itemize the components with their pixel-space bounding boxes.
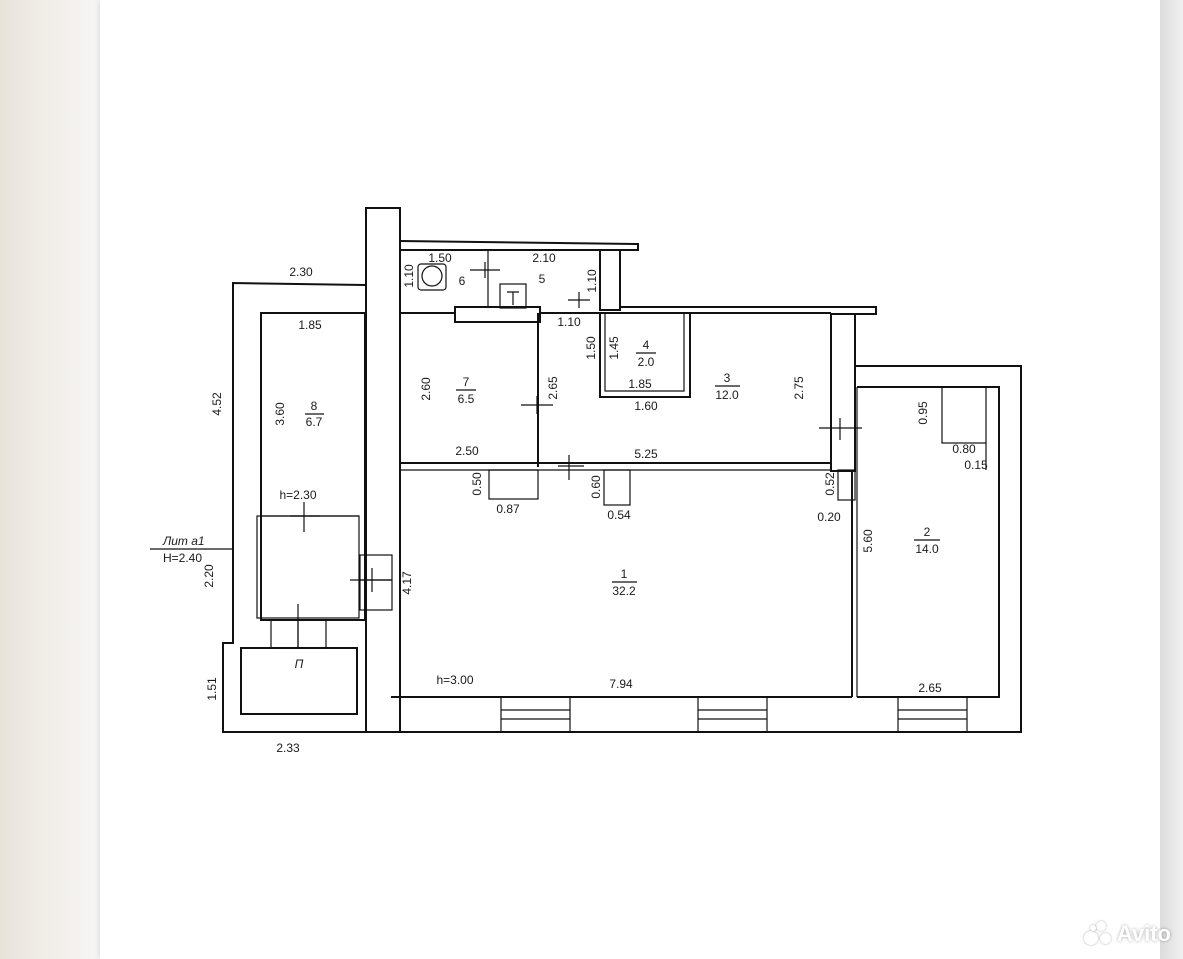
room-2-number: 2: [924, 525, 931, 539]
room-4-number: 4: [643, 338, 650, 352]
dim-r5-bottom: 1.10: [557, 315, 581, 329]
dim-niche-c-width: 0.20: [817, 510, 841, 524]
dim-left-height: 4.52: [210, 392, 224, 416]
windows: [500, 696, 968, 733]
dim-r2-niche-wall: 0.15: [964, 458, 988, 472]
room-1-area: 32.2: [612, 584, 636, 598]
dim-niche-b-depth: 0.60: [589, 475, 603, 499]
dim-niche-a-depth: 0.50: [470, 472, 484, 496]
dim-r1-width: 7.94: [609, 677, 633, 691]
main-height: h=3.00: [436, 673, 473, 687]
dim-r6-width: 1.50: [428, 251, 452, 265]
dim-annex-side: 2.20: [202, 564, 216, 588]
dim-porch-height: 1.51: [205, 677, 219, 701]
dim-r4-width-bottom: 1.60: [634, 399, 658, 413]
dim-r4-side-a: 1.50: [584, 336, 598, 360]
dim-r3-height: 2.75: [792, 376, 806, 400]
dim-r8-height: 3.60: [273, 402, 287, 426]
toilet-icon: [421, 265, 443, 287]
dim-r5-width: 2.10: [532, 251, 556, 265]
porch-label: П: [295, 657, 304, 671]
avito-wordmark: Avito: [1116, 921, 1171, 946]
room-4-area: 2.0: [638, 355, 655, 369]
dim-r2-width: 2.65: [918, 681, 942, 695]
dim-r4-width-top: 1.85: [628, 377, 652, 391]
room-2-area: 14.0: [915, 542, 939, 556]
dim-r3-width: 5.25: [634, 447, 658, 461]
annex-inner-height: h=2.30: [279, 488, 316, 502]
room-1-number: 1: [621, 567, 628, 581]
dimension-labels-horizontal: 2.30 2.33 1.85 1.50 2.10 1.10 2.50 1.85 …: [276, 251, 988, 755]
dim-r4-side-b: 1.45: [607, 336, 621, 360]
dim-top-left-width: 2.30: [289, 265, 313, 279]
outer-walls: [222, 207, 1022, 733]
dim-r1-left: 4.17: [400, 571, 414, 595]
dim-r7-width: 2.50: [455, 444, 479, 458]
sink-icon: [499, 283, 527, 309]
dim-niche-c-depth: 0.52: [823, 472, 837, 496]
interior-walls: [256, 306, 987, 697]
dimension-labels-vertical: 4.52 2.20 1.51 3.60 1.10 1.10 2.60 2.65 …: [202, 264, 930, 701]
page-background-left: [0, 0, 100, 959]
room-3-area: 12.0: [715, 388, 739, 402]
annex-title: Лит а1: [162, 534, 205, 548]
dim-bottom-left-width: 2.33: [276, 741, 300, 755]
dim-r7-right: 2.65: [546, 376, 560, 400]
page-background-right: [1160, 0, 1183, 959]
door-marks: [290, 262, 862, 648]
room-7-number: 7: [463, 375, 470, 389]
dim-niche-b-width: 0.54: [607, 508, 631, 522]
room-3-number: 3: [724, 371, 731, 385]
dim-niche-a-width: 0.87: [496, 502, 520, 516]
dim-r2-height: 5.60: [861, 529, 875, 553]
dim-r7-height: 2.60: [419, 377, 433, 401]
room-8-number: 8: [311, 399, 318, 413]
room-7-area: 6.5: [458, 392, 475, 406]
avito-logo-icon: [1083, 921, 1112, 947]
avito-watermark: Avito: [1083, 921, 1171, 947]
room-8-area: 6.7: [306, 415, 323, 429]
dim-r2-niche-h: 0.95: [916, 401, 930, 425]
dim-r6-height: 1.10: [402, 264, 416, 288]
dim-r5-height: 1.10: [585, 269, 599, 293]
dim-r8-width: 1.85: [298, 318, 322, 332]
dim-r2-niche-w: 0.80: [952, 442, 976, 456]
room-6-number: 6: [459, 274, 466, 288]
room-5-number: 5: [539, 272, 546, 286]
fixtures: [417, 263, 527, 309]
room-labels: 8 6.7 7 6.5 6 5 4 2.0 3 12.0 1 32.2 2 14…: [162, 272, 940, 687]
annex-height: H=2.40: [163, 551, 202, 565]
